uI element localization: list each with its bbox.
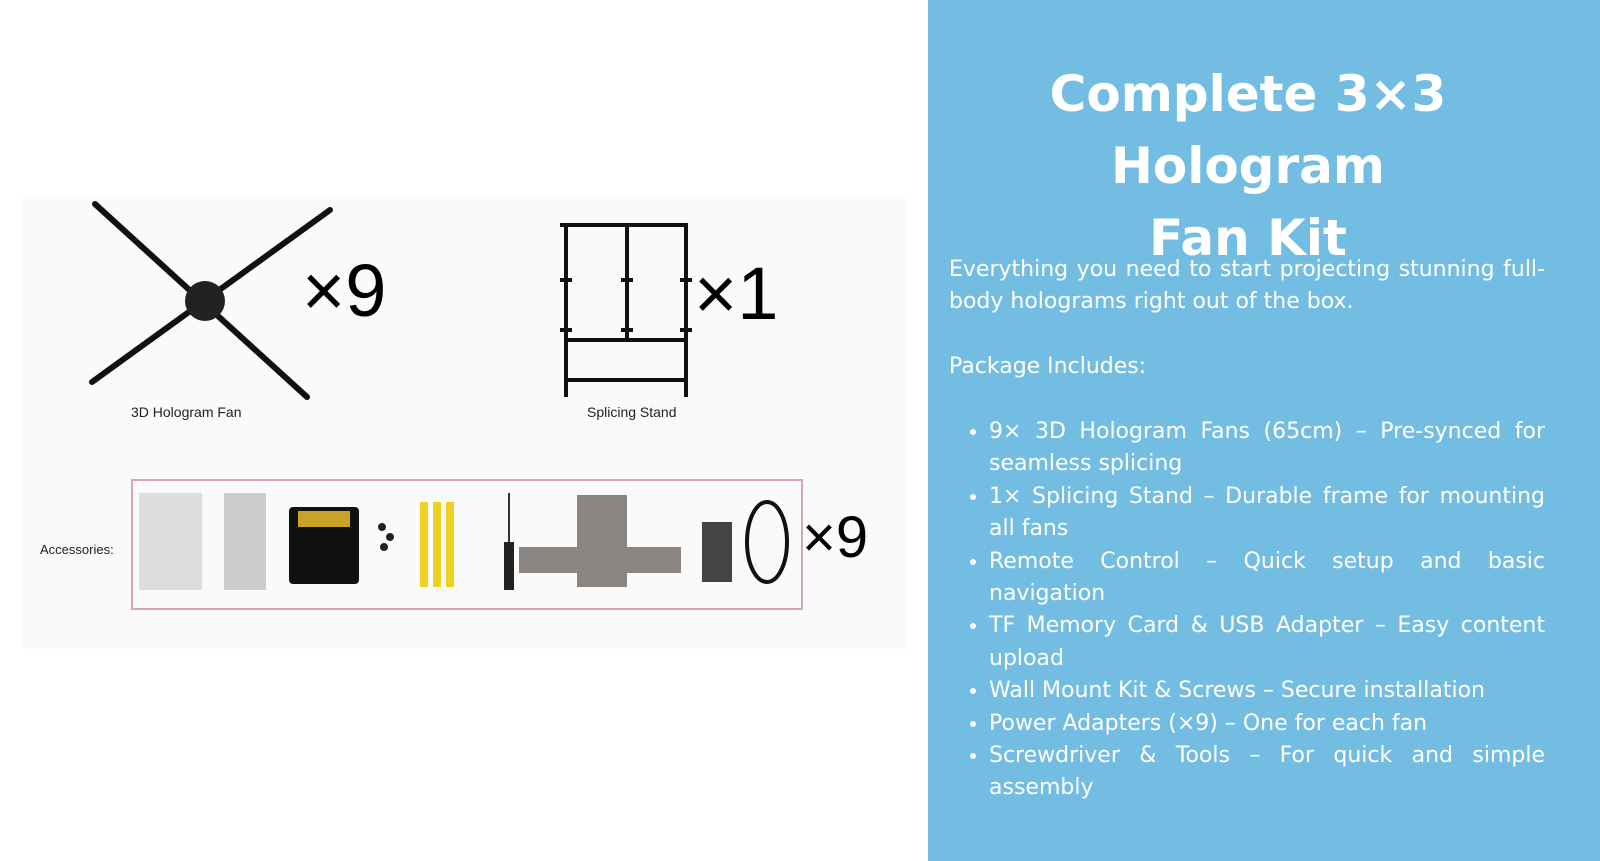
description-panel: Complete 3×3 Hologram Fan Kit Everything… [928,0,1600,861]
accessories-label: Accessories: [40,542,114,557]
manual-icon [139,493,202,590]
accessories-frame [131,479,803,610]
list-item: TF Memory Card & USB Adapter – Easy cont… [989,610,1545,675]
remote-control-icon [224,493,266,590]
stand-count: ×1 [694,252,779,335]
fan-count: ×9 [302,249,387,332]
title-line-2: Fan Kit [1149,209,1347,267]
intro-text: Everything you need to start projecting … [949,257,1545,314]
hologram-fan-icon [89,201,333,400]
kit-contents-photo: ×9 3D Hologram Fan ×1 Splicing Stand Acc… [22,197,907,649]
power-adapter-icon [702,500,789,584]
list-item: 9× 3D Hologram Fans (65cm) – Pre-synced … [989,416,1545,481]
list-item: Power Adapters (×9) – One for each fan [989,708,1545,740]
fan-label: 3D Hologram Fan [131,404,242,420]
package-heading: Package Includes: [949,354,1147,379]
wall-anchors-icon [420,502,454,587]
kit-illustration [89,201,803,610]
list-item: Wall Mount Kit & Screws – Secure install… [989,675,1545,707]
accessories-count: ×9 [802,505,869,570]
splicing-stand-icon [560,223,692,397]
stand-label: Splicing Stand [587,404,677,420]
wall-mount-bracket-icon [519,495,681,587]
screwdriver-icon [504,493,514,590]
list-item: Remote Control – Quick setup and basic n… [989,546,1545,611]
product-image-area: ×9 3D Hologram Fan ×1 Splicing Stand Acc… [22,197,907,649]
page-title: Complete 3×3 Hologram Fan Kit [928,58,1568,274]
screws-icon [378,523,394,551]
list-item: Screwdriver & Tools – For quick and simp… [989,740,1545,805]
package-list: 9× 3D Hologram Fans (65cm) – Pre-synced … [949,416,1545,805]
title-line-1: Complete 3×3 Hologram [1049,65,1447,195]
list-item: 1× Splicing Stand – Durable frame for mo… [989,481,1545,546]
